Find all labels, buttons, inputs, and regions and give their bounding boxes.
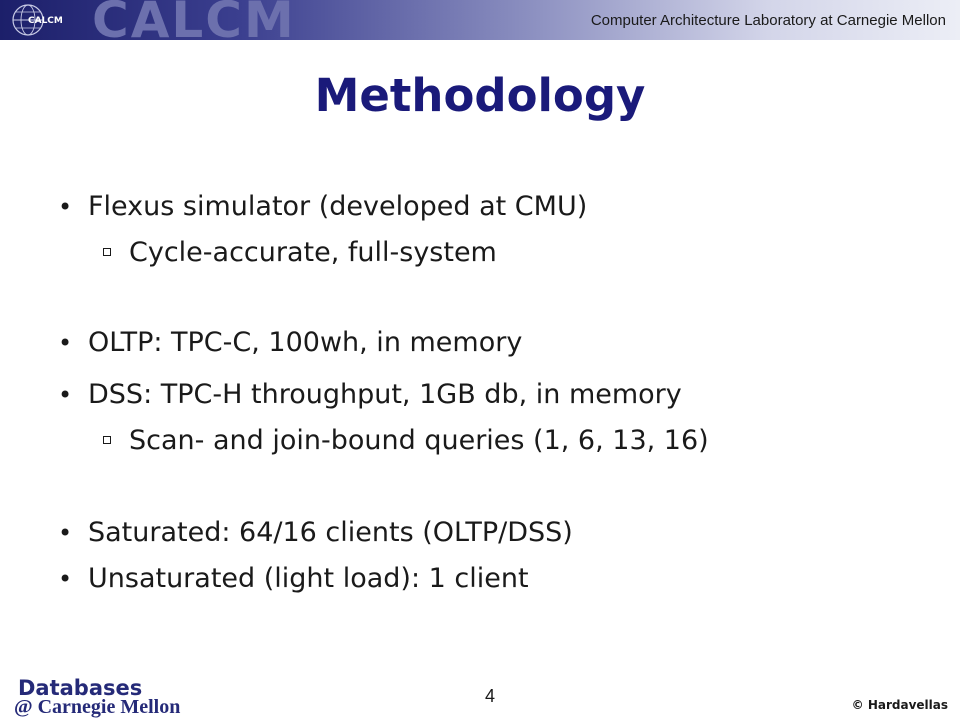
databases-cmu-logo: Databases @ Carnegie Mellon (14, 676, 194, 720)
lab-name: Computer Architecture Laboratory at Carn… (590, 12, 946, 29)
databases-label: Databases (18, 676, 143, 700)
header-banner: CALCM CALCM Computer Architecture Labora… (0, 0, 960, 40)
bullet-text: Cycle-accurate, full-system (129, 237, 497, 268)
bullet-dot-icon: • (58, 519, 73, 547)
bullet-text: OLTP: TPC-C, 100wh, in memory (88, 327, 523, 358)
copyright-notice: © Hardavellas (851, 698, 948, 712)
bullet-item: • Flexus simulator (developed at CMU) (58, 190, 587, 224)
bullet-text: Flexus simulator (developed at CMU) (88, 191, 588, 222)
banner-calcm-wordmark: CALCM (92, 0, 296, 40)
calcm-globe-logo-icon: CALCM (12, 4, 63, 36)
bullet-text: Saturated: 64/16 clients (OLTP/DSS) (88, 517, 573, 548)
logo-small-text: CALCM (28, 16, 63, 26)
carnegie-mellon-label: @ Carnegie Mellon (14, 696, 181, 718)
bullet-dot-icon: • (58, 565, 73, 593)
page-number: 4 (484, 686, 495, 706)
bullet-dot-icon: • (58, 193, 73, 221)
slide-title: Methodology (314, 69, 646, 122)
bullet-item: • DSS: TPC-H throughput, 1GB db, in memor… (58, 378, 682, 412)
square-bullet-icon (103, 247, 111, 256)
bullet-item: • Unsaturated (light load): 1 client (58, 562, 529, 596)
bullet-text: Scan- and join-bound queries (1, 6, 13, … (129, 425, 709, 456)
square-bullet-icon (103, 435, 111, 444)
sub-bullet-item: Scan- and join-bound queries (1, 6, 13, … (103, 424, 709, 458)
bullet-dot-icon: • (58, 381, 73, 409)
bullet-item: • OLTP: TPC-C, 100wh, in memory (58, 326, 522, 360)
bullet-item: • Saturated: 64/16 clients (OLTP/DSS) (58, 516, 573, 550)
bullet-dot-icon: • (58, 329, 73, 357)
sub-bullet-item: Cycle-accurate, full-system (103, 236, 497, 270)
bullet-text: Unsaturated (light load): 1 client (88, 563, 529, 594)
bullet-text: DSS: TPC-H throughput, 1GB db, in memory (88, 379, 682, 410)
